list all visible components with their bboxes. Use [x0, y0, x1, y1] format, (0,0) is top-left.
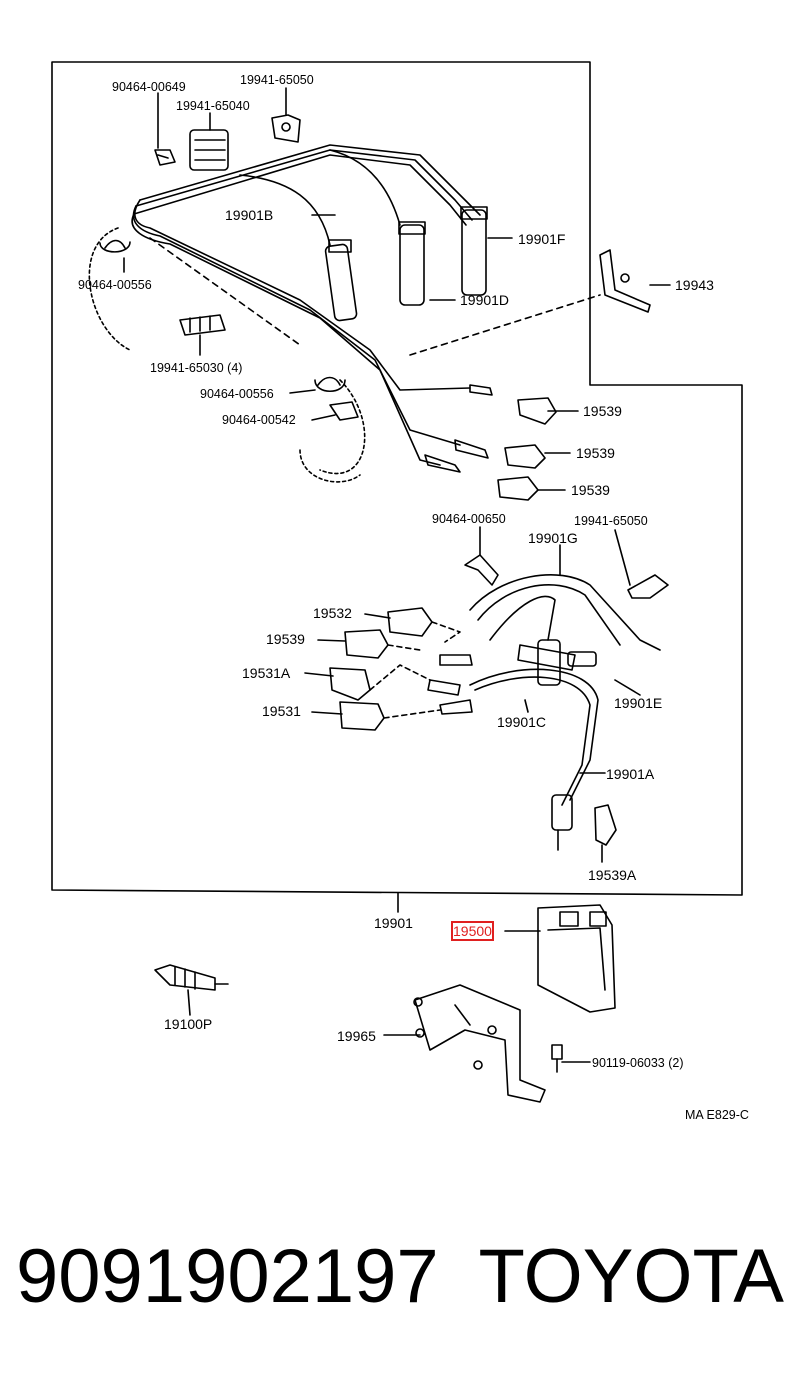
terminal-upper-2 — [454, 439, 489, 459]
label-19901G: 19901G — [528, 530, 578, 546]
lower-wire-harness — [469, 574, 661, 806]
terminals-lower — [427, 654, 473, 715]
boot-19539-d — [344, 629, 389, 659]
plug-boot-19901B — [324, 239, 358, 322]
clamp-90464-00650 — [464, 554, 499, 586]
part-number: 9091902197 — [16, 1234, 439, 1319]
distributor-cap-upper — [88, 227, 131, 351]
label-19941-65040: 19941-65040 — [176, 99, 250, 113]
label-19539-b: 19539 — [576, 445, 615, 461]
label-19539-a: 19539 — [583, 403, 622, 419]
dashed-lower-1 — [431, 621, 461, 643]
label-19941-65050-top: 19941-65050 — [240, 73, 314, 87]
label-19901A: 19901A — [606, 766, 655, 782]
brand-name: TOYOTA — [478, 1234, 784, 1319]
label-19539-d: 19539 — [266, 631, 305, 647]
label-19965: 19965 — [337, 1028, 376, 1044]
plug-boot-19901D — [398, 221, 426, 306]
distributor-cap-lower2 — [299, 449, 361, 483]
boot-19539A — [594, 804, 617, 846]
label-19539A: 19539A — [588, 867, 637, 883]
label-90464-00650: 90464-00650 — [432, 512, 506, 526]
label-19901: 19901 — [374, 915, 413, 931]
label-19901B: 19901B — [225, 207, 274, 223]
label-19100P: 19100P — [164, 1016, 213, 1032]
dashed-ref-2 — [149, 237, 301, 346]
diagram-ref-code: MA E829-C — [685, 1108, 749, 1122]
clamp-19941-65040 — [189, 129, 229, 171]
dashed-lower-2 — [387, 644, 421, 651]
label-19901E: 19901E — [614, 695, 663, 711]
plug-boot-19901C — [537, 639, 561, 686]
spark-plug-19100P — [154, 964, 229, 991]
bolt-90119-06033 — [551, 1044, 563, 1073]
label-19941-65050-mid: 19941-65050 — [574, 514, 648, 528]
clamp-90464-00649 — [154, 149, 176, 166]
leader-lines — [123, 87, 671, 1063]
label-19532: 19532 — [313, 605, 352, 621]
terminal-upper-1 — [469, 384, 493, 396]
label-90464-00556-b: 90464-00556 — [200, 387, 274, 401]
label-19901D: 19901D — [460, 292, 510, 308]
bolts-19965 — [413, 997, 497, 1070]
boot-19539-c — [497, 476, 539, 501]
terminal-upper-3 — [424, 454, 461, 473]
boot-19539-a — [517, 397, 557, 425]
label-19531: 19531 — [262, 703, 301, 719]
clamp-90464-00556-a — [99, 239, 131, 253]
label-19941-65030: 19941-65030 (4) — [150, 361, 243, 375]
label-19943: 19943 — [675, 277, 714, 293]
clamp-19941-65050-mid — [627, 574, 669, 599]
clamp-19941-65030 — [179, 314, 226, 336]
label-90464-00649: 90464-00649 — [112, 80, 186, 94]
dashed-lower-4 — [383, 709, 441, 719]
clamp-19941-65050-top — [271, 114, 301, 143]
dashed-lower-3 — [369, 664, 431, 691]
clamp-90464-00542 — [329, 401, 359, 421]
dashed-ref-19943 — [409, 294, 601, 356]
boot-19532 — [387, 607, 433, 637]
ignition-coil-19500 — [537, 904, 616, 1013]
label-90464-00556-a: 90464-00556 — [78, 278, 152, 292]
label-19539-c: 19539 — [571, 482, 610, 498]
clamp-90464-00556-b — [314, 376, 346, 393]
bracket-19965 — [414, 984, 546, 1103]
assembly-frame — [51, 61, 743, 896]
label-19500-highlighted[interactable]: 19500 — [451, 921, 494, 941]
label-19901F: 19901F — [518, 231, 566, 247]
plug-boot-19901A — [551, 794, 573, 851]
boot-19531A — [329, 667, 371, 701]
distributor-cap-lower — [319, 379, 366, 475]
boot-19531 — [339, 701, 385, 731]
boot-19539-b — [504, 444, 546, 469]
upper-wire-harness — [131, 144, 481, 466]
plug-boot-19901E — [517, 644, 597, 671]
label-19901C: 19901C — [497, 714, 547, 730]
label-90464-00542: 90464-00542 — [222, 413, 296, 427]
part-footer: 9091902197 TOYOTA — [14, 1232, 786, 1322]
bracket-19943 — [599, 249, 651, 313]
plug-boot-19901F — [460, 206, 488, 296]
label-90119-06033: 90119-06033 (2) — [592, 1056, 684, 1070]
label-19531A: 19531A — [242, 665, 291, 681]
parts-diagram — [51, 61, 743, 1103]
